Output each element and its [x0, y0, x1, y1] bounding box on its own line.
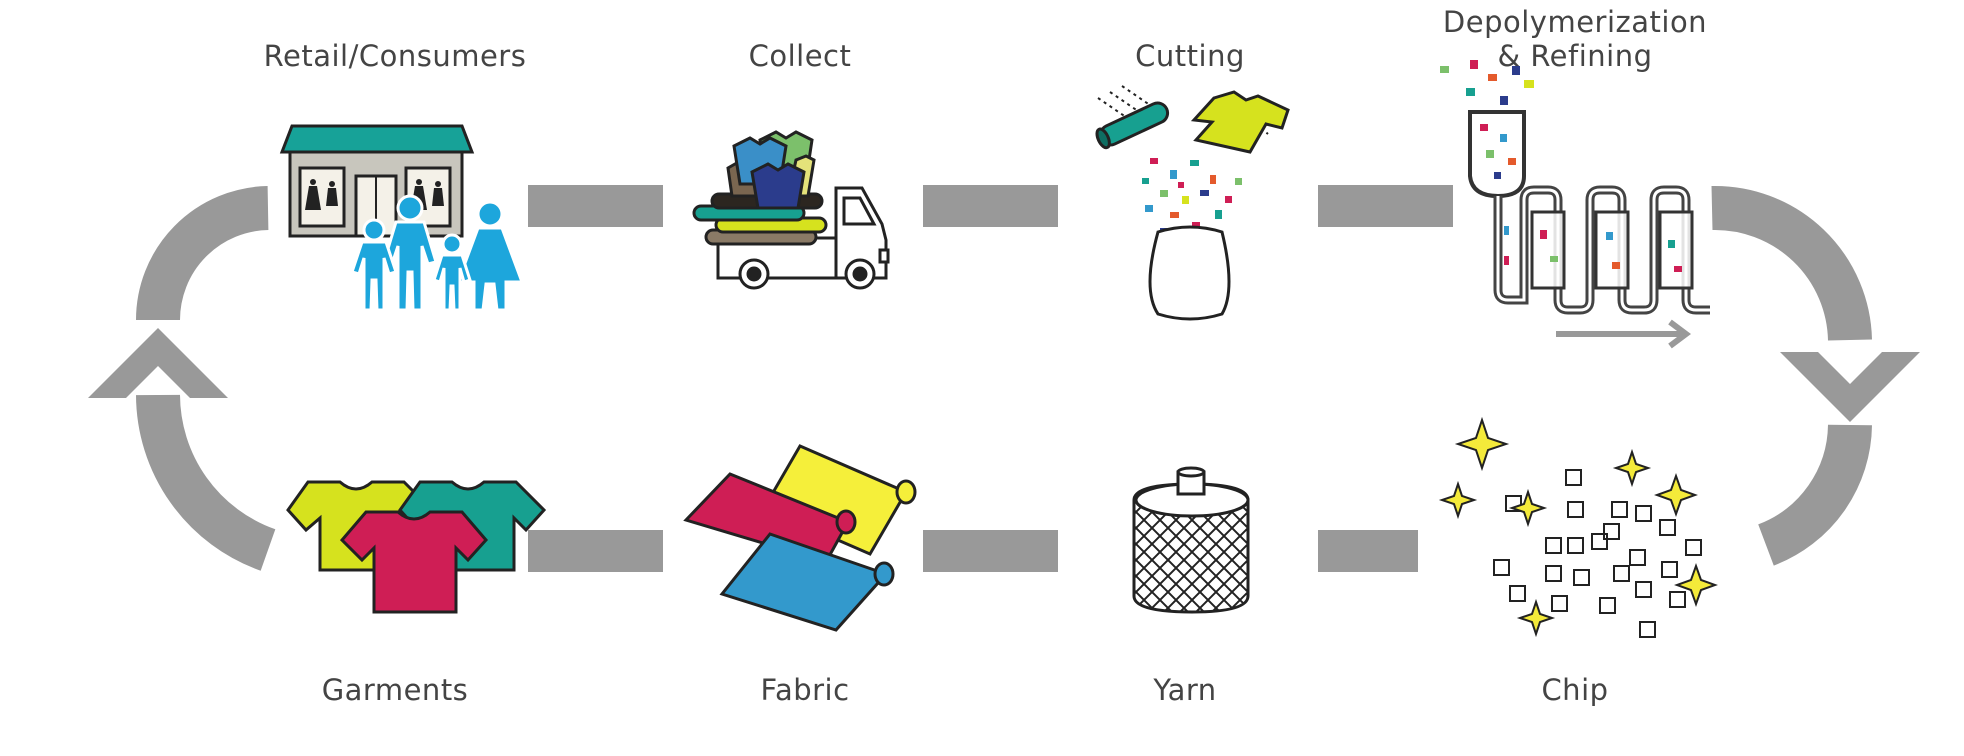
label-fabric: Fabric [760, 673, 850, 707]
family-icon [350, 194, 525, 312]
truck-icon [692, 130, 890, 290]
connector-cutting-depoly [1318, 185, 1453, 227]
garments-icon [286, 480, 547, 614]
cut-confetti [1142, 158, 1242, 234]
left-cycle-arrow [88, 186, 276, 571]
depoly-particles [1440, 60, 1682, 272]
connector-retail-collect [528, 185, 663, 227]
label-cutting: Cutting [1135, 39, 1245, 73]
label-collect: Collect [748, 39, 852, 73]
right-cycle-arrow [1711, 185, 1920, 566]
chip-icon [1438, 416, 1718, 638]
yarn-icon [1132, 466, 1250, 614]
connector-yarn-chip [1318, 530, 1418, 572]
connector-fabric-yarn [923, 530, 1058, 572]
label-garments: Garments [321, 673, 469, 707]
label-retail-consumers: Retail/Consumers [263, 39, 527, 73]
label-refining: & Refining [1497, 39, 1653, 73]
fabric-icon [683, 444, 917, 632]
depolymerization-icon [1440, 60, 1710, 349]
connector-collect-cutting [923, 185, 1058, 227]
label-yarn: Yarn [1153, 673, 1217, 707]
connectors [528, 185, 1453, 572]
cutting-icon [1095, 85, 1290, 321]
label-depolymerization: Depolymerization [1442, 5, 1708, 39]
label-chip: Chip [1541, 673, 1609, 707]
connector-garments-fabric [528, 530, 663, 572]
